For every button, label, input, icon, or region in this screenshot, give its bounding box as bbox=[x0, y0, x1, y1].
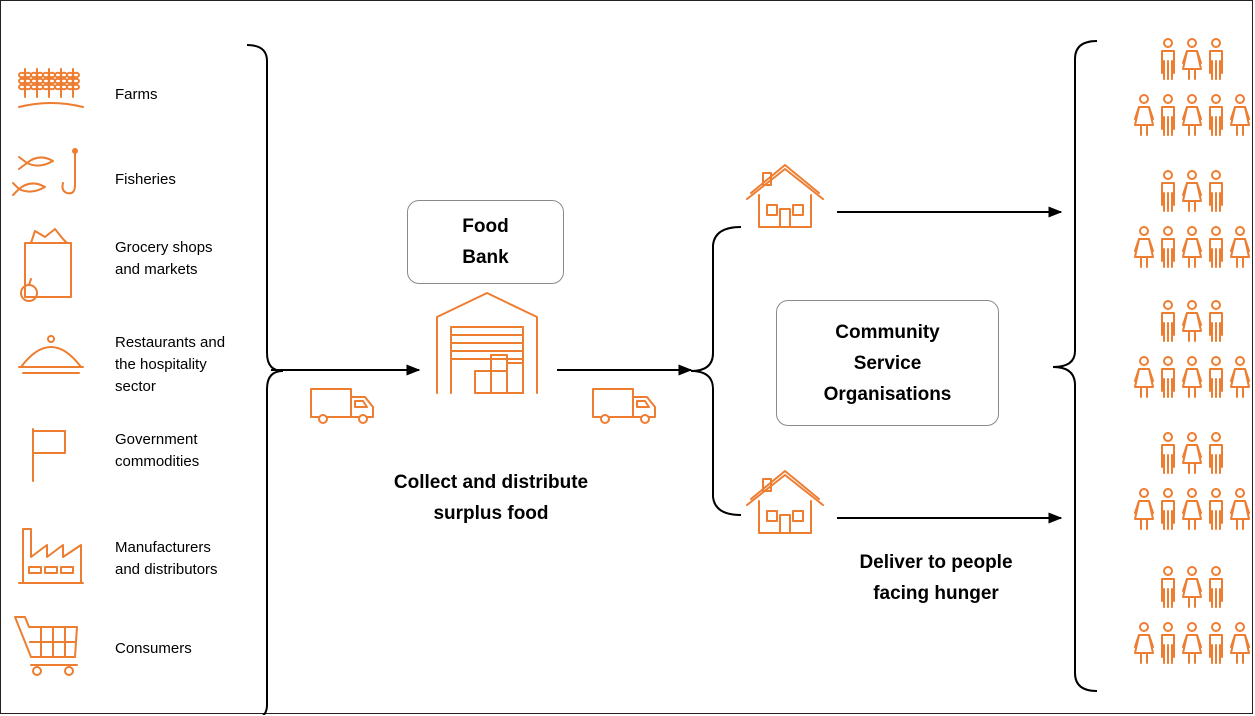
flag-icon bbox=[32, 428, 66, 482]
collect-caption: Collect and distribute surplus food bbox=[393, 472, 589, 524]
house-icon bbox=[746, 164, 824, 228]
house-icon bbox=[746, 470, 824, 534]
truck-icon bbox=[592, 388, 656, 424]
food-bank-box: Food Bank bbox=[407, 200, 564, 284]
community-box: Community Service Organisations bbox=[776, 300, 999, 426]
wheat-icon bbox=[18, 68, 84, 108]
people-group-icon bbox=[1134, 38, 1250, 136]
grocery-bag-icon bbox=[20, 228, 72, 302]
deliver-caption: Deliver to people facing hunger bbox=[859, 552, 1013, 604]
factory-icon bbox=[18, 528, 84, 584]
cloche-icon bbox=[18, 335, 84, 374]
source-label-1: Farms bbox=[115, 86, 158, 103]
fish-hook-icon bbox=[12, 148, 78, 196]
people-group-icon bbox=[1134, 432, 1250, 530]
shopping-cart-icon bbox=[14, 616, 78, 676]
truck-icon bbox=[310, 388, 374, 424]
source-label-2: Fisheries bbox=[115, 171, 176, 188]
people-group-icon bbox=[1134, 170, 1250, 268]
source-label-5: Government commodities bbox=[115, 431, 200, 470]
community-label: Community Service Organisations bbox=[823, 321, 952, 405]
people-group-icon bbox=[1134, 300, 1250, 398]
source-label-6: Manufacturers and distributors bbox=[115, 539, 218, 578]
community-bracket bbox=[690, 226, 742, 516]
source-label-3: Grocery shops and markets bbox=[115, 239, 213, 278]
warehouse-icon bbox=[436, 292, 538, 394]
right-bracket bbox=[1052, 40, 1098, 692]
source-label-7: Consumers bbox=[115, 640, 192, 657]
people-group-icon bbox=[1134, 566, 1250, 664]
food-bank-label: Food Bank bbox=[462, 216, 509, 268]
source-label-4: Restaurants and the hospitality sector bbox=[115, 334, 226, 395]
